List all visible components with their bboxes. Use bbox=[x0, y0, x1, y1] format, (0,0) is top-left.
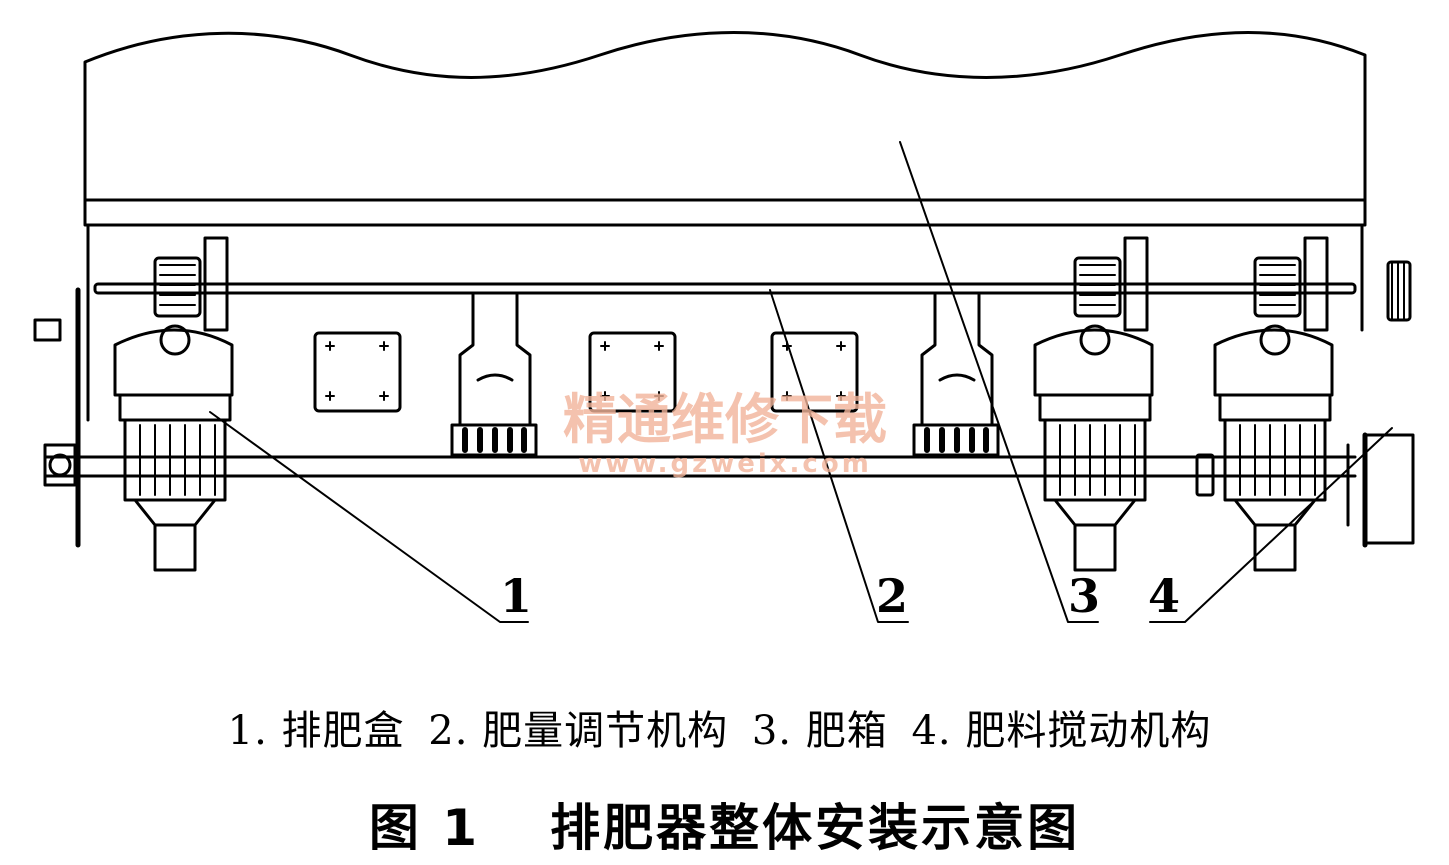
watermark-text: 精通维修下载 bbox=[563, 387, 887, 451]
leader-line-1 bbox=[209, 411, 529, 623]
fertilizer-discharger-diagram: 精通维修下载 www.gzweix.com 1 2 3 4 bbox=[33, 31, 1415, 623]
right-drive-gear bbox=[1346, 260, 1415, 548]
fertilizer-box-outline bbox=[83, 31, 1367, 202]
callout-2: 2 bbox=[876, 569, 908, 623]
legend-item: 1. 排肥盒 bbox=[227, 708, 405, 754]
watermark-url: www.gzweix.com bbox=[578, 449, 872, 479]
leader-line-3 bbox=[899, 141, 1099, 623]
legend-item: 2. 肥量调节机构 bbox=[428, 708, 729, 754]
parts-legend: 1. 排肥盒 2. 肥量调节机构 3. 肥箱 4. 肥料搅动机构 bbox=[0, 698, 1449, 756]
mounting-plate bbox=[770, 331, 859, 413]
legend-item: 3. 肥箱 bbox=[751, 708, 888, 754]
left-sprocket bbox=[33, 287, 81, 548]
callout-3: 3 bbox=[1068, 569, 1100, 623]
discharge-unit-right bbox=[1213, 236, 1334, 572]
legend-item: 4. 肥料搅动机构 bbox=[911, 708, 1212, 754]
leader-line-2 bbox=[769, 289, 909, 623]
mounting-plate bbox=[588, 331, 677, 413]
leader-line-4 bbox=[1149, 427, 1393, 623]
bracket-clamp bbox=[912, 293, 1000, 457]
figure-title: 排肥器整体安装示意图 bbox=[550, 799, 1081, 857]
small-gear bbox=[1195, 453, 1215, 497]
discharge-unit-left bbox=[113, 236, 234, 572]
fertilizer-box-base bbox=[83, 198, 1367, 227]
figure-caption: 图 1 排肥器整体安装示意图 bbox=[0, 788, 1449, 860]
callout-4: 4 bbox=[1148, 569, 1180, 623]
adjustment-rod bbox=[93, 282, 1357, 295]
mounting-plate bbox=[313, 331, 402, 413]
callout-1: 1 bbox=[500, 569, 532, 623]
discharge-unit-middle bbox=[1033, 236, 1154, 572]
bracket-clamp bbox=[450, 293, 538, 457]
figure-number: 图 1 bbox=[368, 799, 481, 857]
